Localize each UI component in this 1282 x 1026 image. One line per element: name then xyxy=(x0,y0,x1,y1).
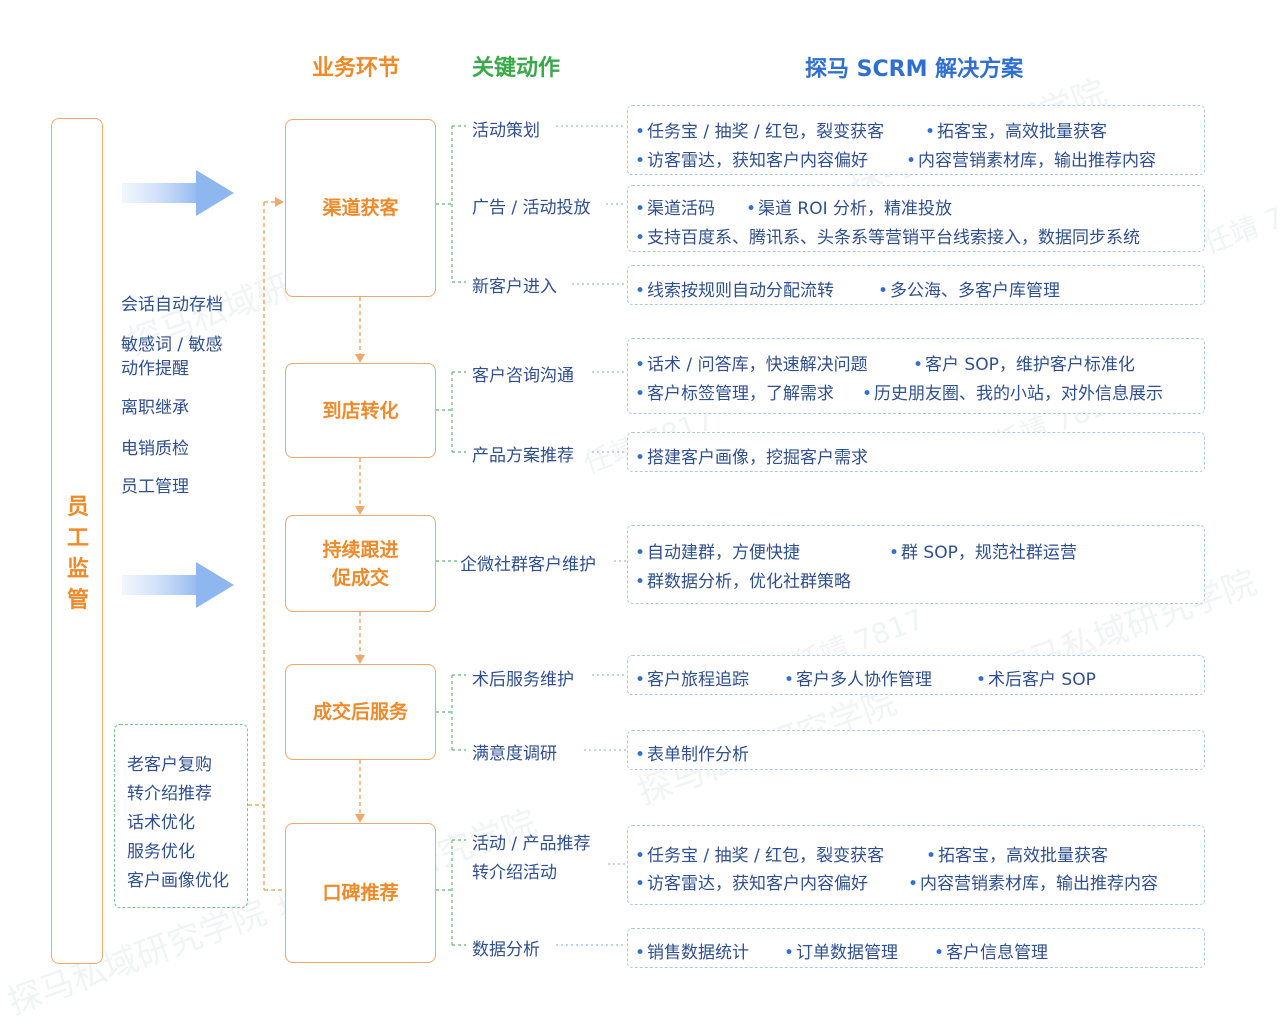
solution-item: •线索按规则自动分配流转 xyxy=(635,281,835,301)
solution-box xyxy=(627,655,1205,695)
header-action: 关键动作 xyxy=(472,56,561,81)
staff-title-char: 工 xyxy=(66,526,89,551)
staff-item: 员工管理 xyxy=(121,477,189,497)
solution-item: •内容营销素材库，输出推荐内容 xyxy=(906,151,1157,171)
staff-item: 电销质检 xyxy=(121,439,189,459)
solution-item: •支持百度系、腾讯系、头条系等营销平台线索接入，数据同步系统 xyxy=(635,228,1141,248)
solution-item: •术后客户 SOP xyxy=(976,670,1096,690)
solution-item: •多公海、多客户库管理 xyxy=(878,281,1061,301)
action-item: 活动策划 xyxy=(472,121,540,141)
solution-box xyxy=(627,525,1205,604)
stage-follow-up: 持续跟进 促成交 xyxy=(285,515,436,612)
solution-box xyxy=(627,105,1205,175)
staff-item: 动作提醒 xyxy=(121,359,189,379)
solution-box xyxy=(627,928,1205,968)
staff-item: 敏感词 / 敏感 xyxy=(121,335,223,355)
solution-box xyxy=(627,265,1205,305)
stage-label: 渠道获客 xyxy=(322,197,399,219)
solution-item: •搭建客户画像，挖掘客户需求 xyxy=(635,448,869,468)
action-item: 广告 / 活动投放 xyxy=(472,198,591,218)
stage-after-sale-service: 成交后服务 xyxy=(285,664,436,760)
solution-box xyxy=(627,432,1205,472)
solution-item: •客户多人协作管理 xyxy=(784,670,933,690)
feedback-item: 客户画像优化 xyxy=(127,871,229,891)
solution-item: •群数据分析，优化社群策略 xyxy=(635,572,852,592)
solution-box xyxy=(627,730,1205,770)
solution-item: •任务宝 / 抽奖 / 红包，裂变获客 xyxy=(635,846,885,866)
stage-label: 促成交 xyxy=(331,566,389,589)
solution-item: •拓客宝，高效批量获客 xyxy=(925,122,1108,142)
stage-label: 持续跟进 xyxy=(322,538,399,561)
action-item: 满意度调研 xyxy=(472,744,557,764)
staff-title-char: 管 xyxy=(66,588,89,613)
feedback-item: 转介绍推荐 xyxy=(127,784,212,804)
solution-item: •任务宝 / 抽奖 / 红包，裂变获客 xyxy=(635,122,885,142)
feedback-item: 服务优化 xyxy=(127,842,195,862)
solution-item: •客户标签管理，了解需求 xyxy=(635,384,835,404)
solution-box xyxy=(627,825,1205,905)
action-item: 新客户进入 xyxy=(472,277,557,297)
solution-item: •渠道 ROI 分析，精准投放 xyxy=(746,199,953,219)
solution-item: •群 SOP，规范社群运营 xyxy=(889,543,1077,563)
action-item: 客户咨询沟通 xyxy=(472,366,574,386)
blue-arrow-bottom xyxy=(122,562,234,608)
solution-item: •拓客宝，高效批量获客 xyxy=(926,846,1109,866)
solution-item: •表单制作分析 xyxy=(635,745,750,765)
stage-store-conversion: 到店转化 xyxy=(285,363,436,458)
stage-label: 口碑推荐 xyxy=(322,882,399,904)
solution-item: •历史朋友圈、我的小站，对外信息展示 xyxy=(862,384,1164,404)
feedback-box xyxy=(114,724,248,908)
action-item: 术后服务维护 xyxy=(472,670,574,690)
stage-channel-acquisition: 渠道获客 xyxy=(285,119,436,297)
solution-item: •客户 SOP，维护客户标准化 xyxy=(913,355,1135,375)
solution-item: •客户旅程追踪 xyxy=(635,670,750,690)
staff-title-char: 监 xyxy=(66,557,89,582)
solution-box xyxy=(627,338,1205,414)
header-stage: 业务环节 xyxy=(312,56,401,81)
solution-item: •访客雷达，获知客户内容偏好 xyxy=(635,874,869,894)
solution-item: •访客雷达，获知客户内容偏好 xyxy=(635,151,869,171)
action-item: 产品方案推荐 xyxy=(472,446,574,466)
staff-item: 离职继承 xyxy=(121,398,189,418)
action-item: 转介绍活动 xyxy=(472,863,557,883)
staff-title-char: 员 xyxy=(66,495,89,520)
solution-item: •自动建群，方便快捷 xyxy=(635,543,801,563)
solution-item: •话术 / 问答库，快速解决问题 xyxy=(635,355,868,375)
solution-box xyxy=(627,185,1205,252)
solution-item: •渠道活码 xyxy=(635,199,716,219)
action-item: 企微社群客户维护 xyxy=(460,555,596,575)
feedback-item: 话术优化 xyxy=(127,813,195,833)
feedback-item: 老客户复购 xyxy=(127,755,212,775)
solution-item: •客户信息管理 xyxy=(934,943,1049,963)
header-solution: 探马 SCRM 解决方案 xyxy=(805,57,1024,82)
staff-item: 会话自动存档 xyxy=(121,295,223,315)
solution-item: •内容营销素材库，输出推荐内容 xyxy=(908,874,1159,894)
action-item: 活动 / 产品推荐 xyxy=(472,834,591,854)
staff-supervision-box: 员 工 监 管 xyxy=(51,118,103,964)
stage-word-of-mouth: 口碑推荐 xyxy=(285,823,436,963)
blue-arrow-top xyxy=(122,170,234,216)
solution-item: •销售数据统计 xyxy=(635,943,750,963)
action-item: 数据分析 xyxy=(472,940,540,960)
stage-label: 到店转化 xyxy=(322,399,399,422)
stage-label: 成交后服务 xyxy=(312,701,408,723)
solution-item: •订单数据管理 xyxy=(784,943,899,963)
